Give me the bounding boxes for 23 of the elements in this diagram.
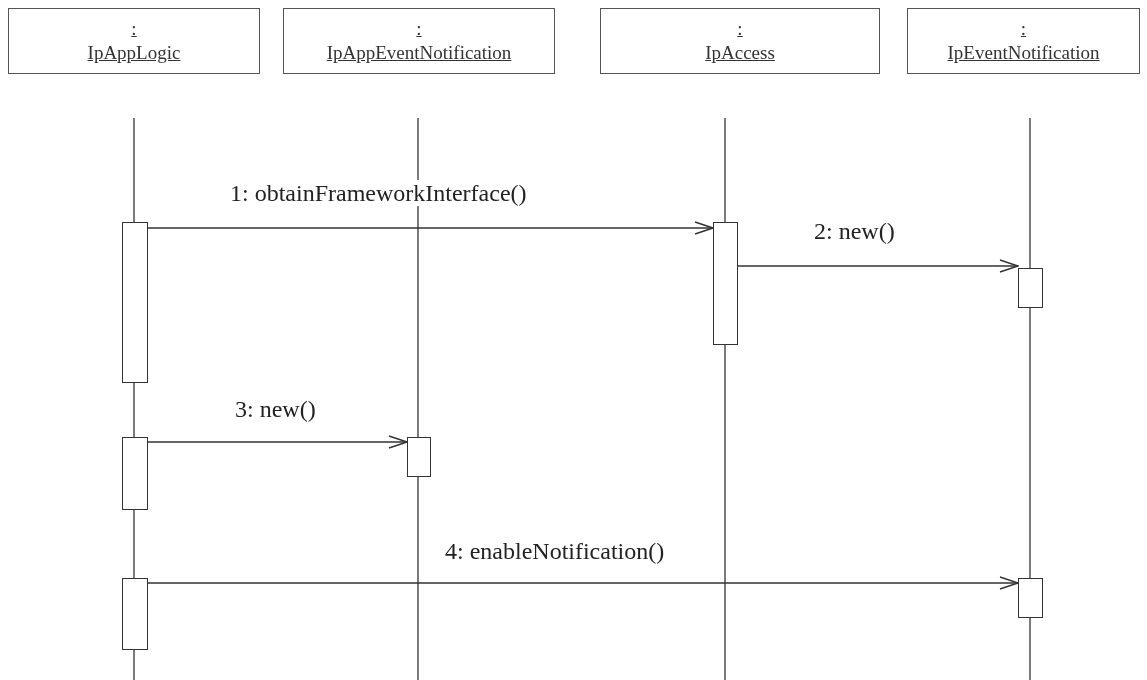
object-name: IpAppLogic	[87, 41, 181, 65]
message-arrow	[147, 221, 714, 235]
object-name: :	[416, 17, 422, 41]
object-box	[600, 8, 880, 74]
message-arrow	[147, 576, 1019, 590]
object-name: :	[1020, 17, 1027, 41]
activation-bar	[1018, 578, 1043, 618]
activation-bar	[407, 437, 431, 477]
activation-bar	[122, 222, 148, 383]
activation-bar	[122, 437, 148, 510]
object-name: IpEventNotification	[947, 41, 1100, 65]
object-box	[8, 8, 260, 74]
object-name: IpAppEventNotification	[326, 41, 512, 65]
activation-bar	[122, 578, 148, 650]
object-box	[283, 8, 555, 74]
object-name: :	[737, 17, 743, 41]
activation-bar	[1018, 268, 1043, 308]
message-arrow	[147, 435, 408, 449]
object-box	[907, 8, 1140, 74]
message-arrow	[737, 259, 1019, 273]
object-name: :	[131, 17, 137, 41]
object-name: IpAccess	[705, 41, 775, 65]
activation-bar	[713, 222, 738, 345]
